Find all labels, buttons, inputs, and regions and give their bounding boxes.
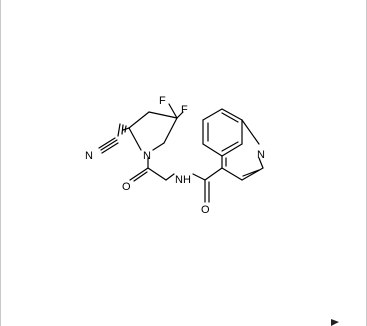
bond xyxy=(129,167,149,181)
pyridine-ring xyxy=(221,119,264,181)
bond xyxy=(258,157,264,169)
bond xyxy=(192,173,206,181)
bond xyxy=(168,103,178,119)
bond xyxy=(100,139,118,151)
quinoline-nitrogen-label: N xyxy=(257,149,265,161)
bond xyxy=(202,108,223,121)
fluorine-label: F xyxy=(181,104,188,116)
bond xyxy=(241,167,264,181)
bond xyxy=(176,111,184,119)
difluoro-substituents xyxy=(168,103,184,119)
bond xyxy=(221,167,243,181)
bond xyxy=(202,143,223,157)
fluorine-label: F xyxy=(159,95,166,107)
bond xyxy=(165,173,175,181)
nitrile-nitrogen-label: N xyxy=(85,150,93,162)
bond xyxy=(242,169,260,177)
bond xyxy=(221,108,243,121)
bond xyxy=(221,143,243,157)
bond xyxy=(98,137,116,149)
nitrile-group xyxy=(98,123,130,154)
benzo-ring xyxy=(202,108,243,157)
bond xyxy=(148,111,178,119)
bond xyxy=(241,119,260,145)
bond xyxy=(163,117,178,144)
stereo-hash xyxy=(124,125,127,133)
bond xyxy=(152,142,165,151)
pyrrolidine-ring xyxy=(128,111,178,151)
carbonyl-oxygen-label: O xyxy=(201,204,210,216)
glycyl-linker xyxy=(129,157,175,182)
bond xyxy=(101,142,119,154)
ring-nitrogen-label: N xyxy=(143,150,151,162)
quinoline-amide xyxy=(192,167,223,203)
bond xyxy=(147,167,167,181)
bond xyxy=(133,171,148,182)
stereo-hash xyxy=(117,123,121,137)
stereo-hash xyxy=(121,124,124,135)
bond xyxy=(221,112,239,123)
amide-nh-label: NH xyxy=(175,174,191,186)
bond xyxy=(128,111,150,129)
bond xyxy=(128,127,142,151)
bond xyxy=(204,167,223,181)
carbonyl-oxygen-label: O xyxy=(122,181,131,193)
corner-arrow-icon xyxy=(331,319,339,326)
bond xyxy=(221,141,239,152)
